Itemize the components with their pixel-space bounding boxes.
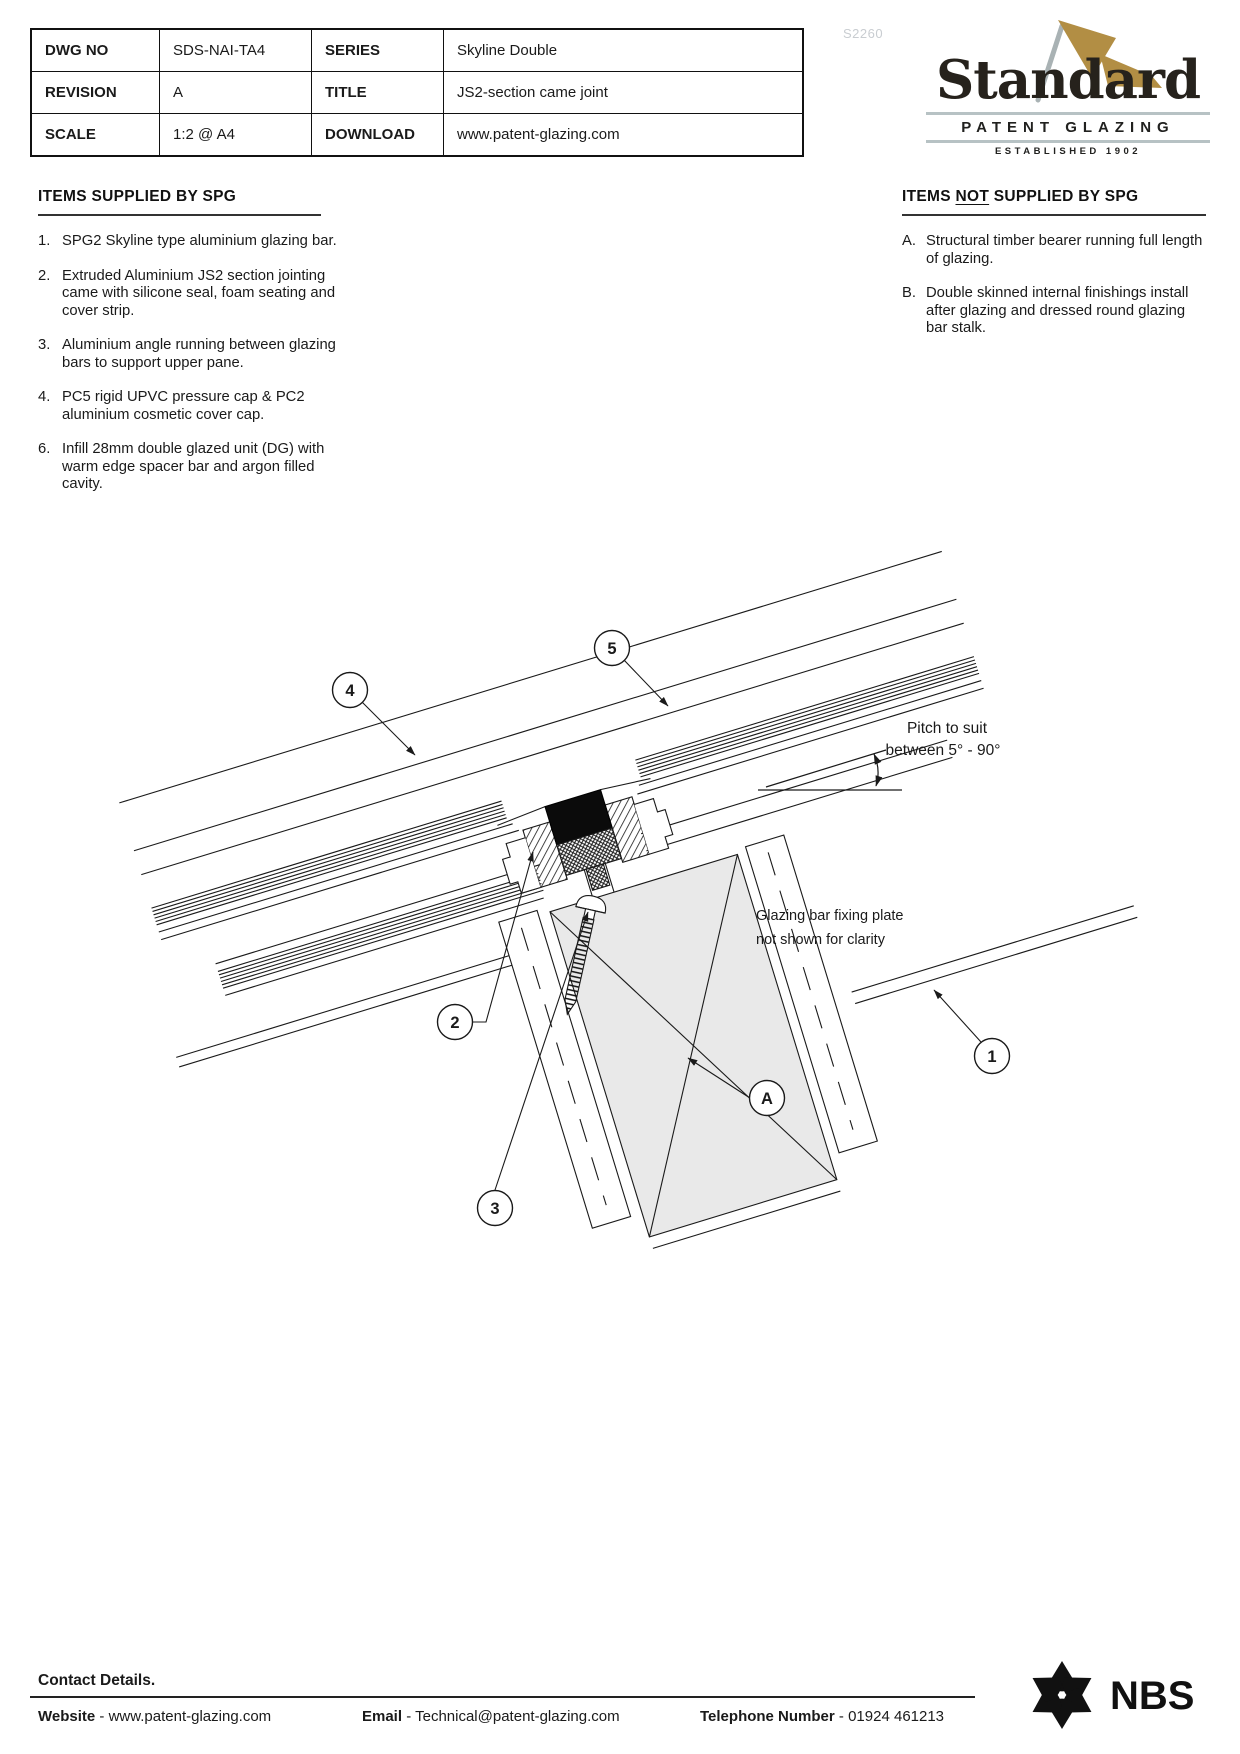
item-text: Extruded Aluminium JS2 section jointing … [62, 267, 336, 319]
heading-rule [38, 214, 321, 216]
series-value: Skyline Double [444, 30, 802, 72]
separator: - [406, 1708, 412, 1725]
items-supplied-section: ITEMS SUPPLIED BY SPG 1. SPG2 Skyline ty… [38, 188, 338, 494]
list-item: 6. Infill 28mm double glazed unit (DG) w… [38, 441, 338, 494]
title-label: TITLE [312, 72, 444, 114]
email-link[interactable]: Technical@patent-glazing.com [415, 1708, 620, 1725]
list-item: 3. Aluminium angle running between glazi… [38, 337, 338, 372]
separator: - [838, 1708, 844, 1725]
item-number: A. [902, 233, 916, 249]
logo-subtitle: PATENT GLAZING [961, 119, 1175, 136]
callout-2-label: 2 [450, 1014, 459, 1032]
internal-finishings [498, 834, 879, 1229]
item-number: 6. [38, 441, 51, 457]
item-number: 4. [38, 389, 51, 405]
item-text: Infill 28mm double glazed unit (DG) with… [62, 441, 325, 492]
footer-telephone: Telephone Number - 01924 461213 [700, 1708, 944, 1725]
item-number: 2. [38, 267, 51, 284]
separator: - [99, 1708, 105, 1725]
logo-rule-bottom [926, 140, 1210, 143]
revision-value: A [160, 72, 312, 114]
callout-5-label: 5 [607, 640, 616, 658]
timber-bearer [549, 853, 841, 1249]
items-supplied-heading: ITEMS SUPPLIED BY SPG [38, 188, 237, 205]
callout-1-label: 1 [987, 1048, 996, 1066]
nbs-pinwheel-icon [1032, 1661, 1092, 1729]
came-tail [585, 863, 611, 892]
telephone-value: 01924 461213 [848, 1708, 945, 1725]
nbs-wordmark: NBS [1110, 1674, 1194, 1718]
list-item: B. Double skinned internal finishings in… [902, 285, 1206, 338]
section-drawing: Pitch to suit between 5° - 90° Glazing b… [119, 550, 1138, 1249]
item-number: 1. [38, 233, 51, 249]
items-not-supplied-heading: ITEMS NOT SUPPLIED BY SPG [902, 188, 1206, 206]
revision-label: REVISION [32, 72, 160, 114]
callout-3-label: 3 [490, 1200, 499, 1218]
callout-A [687, 1057, 786, 1117]
item-text: Structural timber bearer running full le… [926, 233, 1203, 267]
fixing-note-line2: not shown for clarity [756, 932, 886, 948]
item-text: PC5 rigid UPVC pressure cap & PC2 alumin… [62, 389, 305, 423]
scale-value: 1:2 @ A4 [160, 114, 312, 155]
callout-1 [933, 989, 1011, 1075]
email-label: Email [362, 1708, 403, 1725]
dwg-no-value: SDS-NAI-TA4 [160, 30, 312, 72]
glazing-assembly [119, 550, 1138, 1249]
website-label: Website [38, 1708, 96, 1725]
heading-part: ITEMS [902, 188, 956, 205]
download-url[interactable]: www.patent-glazing.com [444, 114, 802, 155]
telephone-label: Telephone Number [700, 1708, 835, 1725]
pitch-indicator [758, 749, 902, 791]
clip-left [501, 837, 541, 895]
pitch-note-line1: Pitch to suit [907, 720, 988, 737]
footer-email: Email - Technical@patent-glazing.com [362, 1708, 620, 1725]
callout-2 [436, 851, 534, 1041]
callout-A-label: A [761, 1090, 773, 1108]
heading-not: NOT [955, 188, 990, 205]
download-label: DOWNLOAD [312, 114, 444, 155]
watermark-code: S2260 [843, 26, 884, 41]
list-item: 2. Extruded Aluminium JS2 section jointi… [38, 268, 338, 321]
flag-icon [1035, 20, 1162, 103]
logo-established: ESTABLISHED 1902 [994, 146, 1142, 157]
item-number: B. [902, 285, 916, 301]
list-item: 1. SPG2 Skyline type aluminium glazing b… [38, 233, 338, 251]
items-not-supplied-section: ITEMS NOT SUPPLIED BY SPG A. Structural … [902, 188, 1206, 338]
scale-label: SCALE [32, 114, 160, 155]
title-block: DWG NO SDS-NAI-TA4 SERIES Skyline Double… [30, 28, 804, 157]
footer-website: Website - www.patent-glazing.com [38, 1708, 271, 1725]
footer-rule [30, 1696, 975, 1698]
item-text: Double skinned internal finishings insta… [926, 285, 1189, 336]
dwg-no-label: DWG NO [32, 30, 160, 72]
logo-wordmark: Standard [935, 49, 1201, 111]
pitch-note-line2: between 5° - 90° [886, 742, 1001, 759]
item-text: SPG2 Skyline type aluminium glazing bar. [62, 233, 337, 249]
item-number: 3. [38, 337, 51, 353]
callout-4 [331, 671, 416, 756]
company-logo: Standard PATENT GLAZING ESTABLISHED 1902 [926, 16, 1210, 157]
logo-rule-top [926, 112, 1210, 115]
heading-part: SUPPLIED BY SPG [989, 188, 1139, 205]
fixing-note-line1: Glazing bar fixing plate [756, 908, 904, 924]
title-value: JS2-section came joint [444, 72, 802, 114]
callout-5 [593, 629, 669, 707]
lower-pane-lines [176, 739, 1138, 1068]
item-text: Aluminium angle running between glazing … [62, 337, 336, 371]
nbs-logo: NBS [1032, 1661, 1194, 1729]
list-item: A. Structural timber bearer running full… [902, 233, 1206, 268]
website-link[interactable]: www.patent-glazing.com [108, 1708, 272, 1725]
callout-4-label: 4 [345, 682, 355, 700]
contact-details-heading: Contact Details. [38, 1672, 156, 1689]
series-label: SERIES [312, 30, 444, 72]
upper-pane-lines [119, 550, 984, 941]
list-item: 4. PC5 rigid UPVC pressure cap & PC2 alu… [38, 389, 338, 424]
clip-right [634, 797, 674, 855]
callout-3 [476, 911, 589, 1227]
heading-rule [902, 214, 1206, 216]
